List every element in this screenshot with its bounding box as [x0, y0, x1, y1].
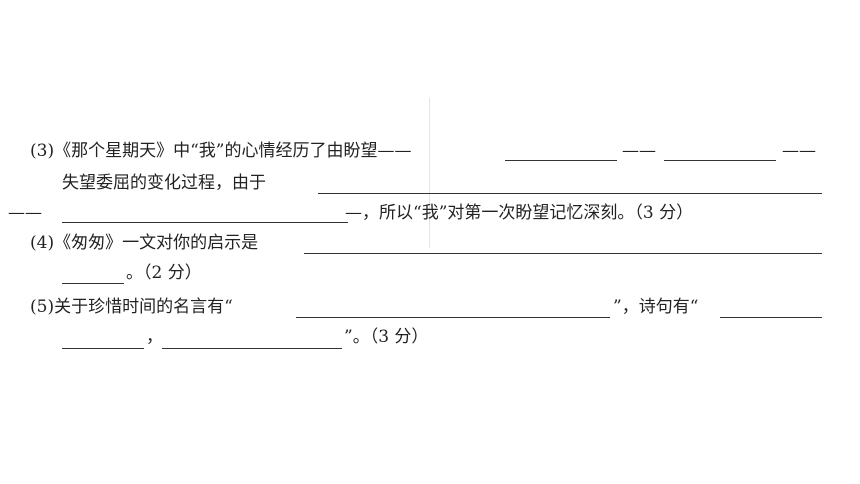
q5-blank-2[interactable] — [720, 317, 822, 318]
q3-blank-1[interactable] — [505, 160, 617, 161]
q5-line1-text: (5)关于珍惜时间的名言有“ — [30, 297, 233, 317]
q3-blank-3[interactable] — [318, 193, 822, 194]
q3-dash-a: —— — [622, 141, 656, 161]
q5-line2-comma: ， — [146, 327, 163, 347]
q5-line2-text: ”。（3 分） — [344, 327, 429, 347]
q5-blank-4[interactable] — [162, 348, 342, 349]
q3-blank-2[interactable] — [664, 160, 776, 161]
q4-line1-text: (4)《匆匆》一文对你的启示是 — [30, 233, 259, 253]
q4-line2-text: 。（2 分） — [126, 263, 202, 283]
q3-line2-text: 失望委屈的变化过程，由于 — [62, 173, 266, 193]
q3-blank-4[interactable] — [62, 222, 348, 223]
q5-line1-middle: ”，诗句有“ — [613, 297, 699, 317]
q3-line3-text: —，所以“我”对第一次盼望记忆深刻。（3 分） — [345, 203, 694, 223]
q5-blank-3[interactable] — [62, 348, 144, 349]
q3-line3-lead-dash: —— — [8, 203, 42, 223]
q5-blank-1[interactable] — [296, 317, 610, 318]
scan-fold-line — [429, 98, 430, 248]
q3-dash-b: —— — [782, 141, 816, 161]
q4-blank-2[interactable] — [62, 283, 124, 284]
q4-blank-1[interactable] — [304, 253, 822, 254]
q3-line1-text: (3)《那个星期天》中“我”的心情经历了由盼望—— — [30, 141, 412, 161]
